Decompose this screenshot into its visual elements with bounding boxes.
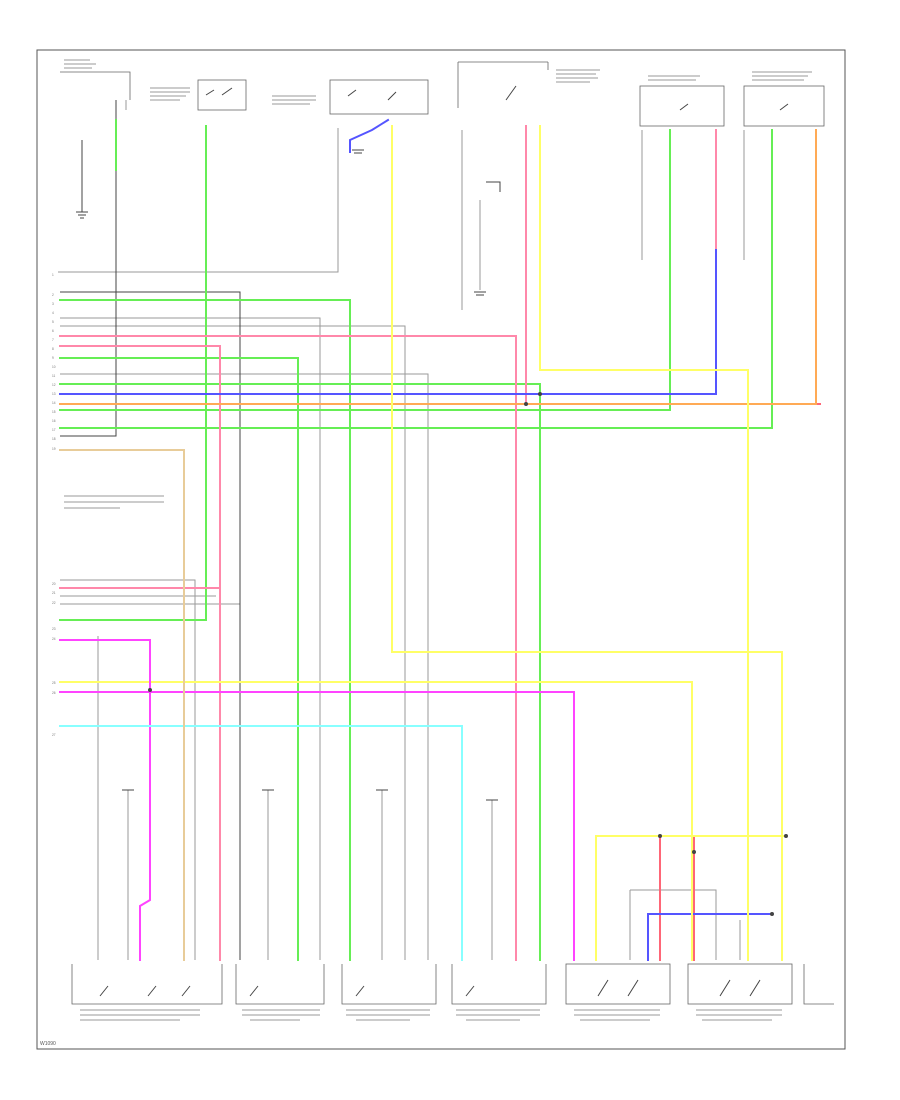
wire-blue-2 — [647, 913, 773, 961]
switch-box-left — [197, 79, 247, 111]
top-components — [60, 61, 825, 127]
svg-text:9: 9 — [52, 356, 54, 360]
svg-text:17: 17 — [52, 428, 56, 432]
module-lr-door — [341, 964, 437, 1005]
junction-dots — [148, 392, 788, 916]
wire-magenta-2 — [59, 691, 575, 961]
svg-text:21: 21 — [52, 591, 56, 595]
svg-text:19: 19 — [52, 447, 56, 451]
wire-orange-1 — [59, 129, 817, 405]
gray-wires — [58, 100, 783, 960]
svg-text:15: 15 — [52, 410, 56, 414]
svg-text:5: 5 — [52, 320, 54, 324]
svg-text:3: 3 — [52, 302, 54, 306]
control-module-b — [743, 85, 825, 127]
svg-text:10: 10 — [52, 365, 56, 369]
module-lf-door — [71, 964, 223, 1005]
svg-text:26: 26 — [52, 691, 56, 695]
wire-yellow-2 — [539, 125, 749, 961]
ground-icon — [76, 211, 88, 219]
svg-text:25: 25 — [52, 681, 56, 685]
colored-wires — [59, 118, 821, 961]
svg-text:23: 23 — [52, 627, 56, 631]
wire-yellow-1 — [391, 125, 783, 961]
wire-pink-2 — [59, 345, 221, 961]
svg-text:11: 11 — [52, 374, 56, 378]
svg-text:1: 1 — [52, 273, 54, 277]
wire-green-5 — [59, 129, 773, 429]
control-module-a — [639, 85, 725, 127]
svg-text:20: 20 — [52, 582, 56, 586]
connector-header-left — [60, 71, 131, 100]
wire-green-4 — [59, 129, 671, 411]
wire-magenta-1 — [59, 639, 151, 961]
svg-text:14: 14 — [52, 401, 56, 405]
ground-block — [803, 964, 834, 1005]
wire-pink-1 — [59, 335, 517, 961]
wire-blue-1 — [59, 249, 717, 395]
switch-block-right — [687, 963, 793, 1005]
wire-yellow-3 — [59, 681, 693, 961]
wire-blue-3 — [349, 118, 390, 153]
diagram-frame — [36, 49, 846, 1050]
diagram-code: W1090 — [40, 1041, 56, 1047]
svg-text:2: 2 — [52, 293, 54, 297]
ground-symbols — [76, 149, 498, 801]
faint-annotations — [64, 59, 812, 1021]
svg-text:4: 4 — [52, 311, 54, 315]
svg-text:24: 24 — [52, 637, 56, 641]
switch-box-center — [329, 79, 429, 115]
module-rf-door — [235, 964, 325, 1005]
svg-text:7: 7 — [52, 338, 54, 342]
black-wires — [60, 100, 501, 960]
wire-green-6 — [59, 125, 207, 621]
wire-green-1 — [59, 299, 351, 961]
wire-cyan-1 — [59, 725, 463, 961]
wire-green-3 — [59, 383, 541, 961]
svg-text:8: 8 — [52, 347, 54, 351]
switch-block-left — [565, 963, 671, 1005]
wire-tan-1 — [59, 449, 185, 961]
svg-text:16: 16 — [52, 419, 56, 423]
svg-text:22: 22 — [52, 601, 56, 605]
door-switch-bracket — [457, 61, 549, 108]
left-connector-pins: 1 2 3 4 5 6 7 8 9 10 11 12 13 14 15 16 1… — [52, 273, 56, 737]
bottom-components — [71, 963, 834, 1005]
ground-icon — [352, 149, 364, 154]
wire-yellow-4 — [595, 835, 787, 961]
svg-text:27: 27 — [52, 733, 56, 737]
module-rr-door — [451, 964, 547, 1005]
svg-text:12: 12 — [52, 383, 56, 387]
svg-text:6: 6 — [52, 329, 54, 333]
svg-text:13: 13 — [52, 392, 56, 396]
svg-text:18: 18 — [52, 437, 56, 441]
wire-green-2 — [59, 357, 299, 961]
ground-icon — [474, 291, 486, 296]
